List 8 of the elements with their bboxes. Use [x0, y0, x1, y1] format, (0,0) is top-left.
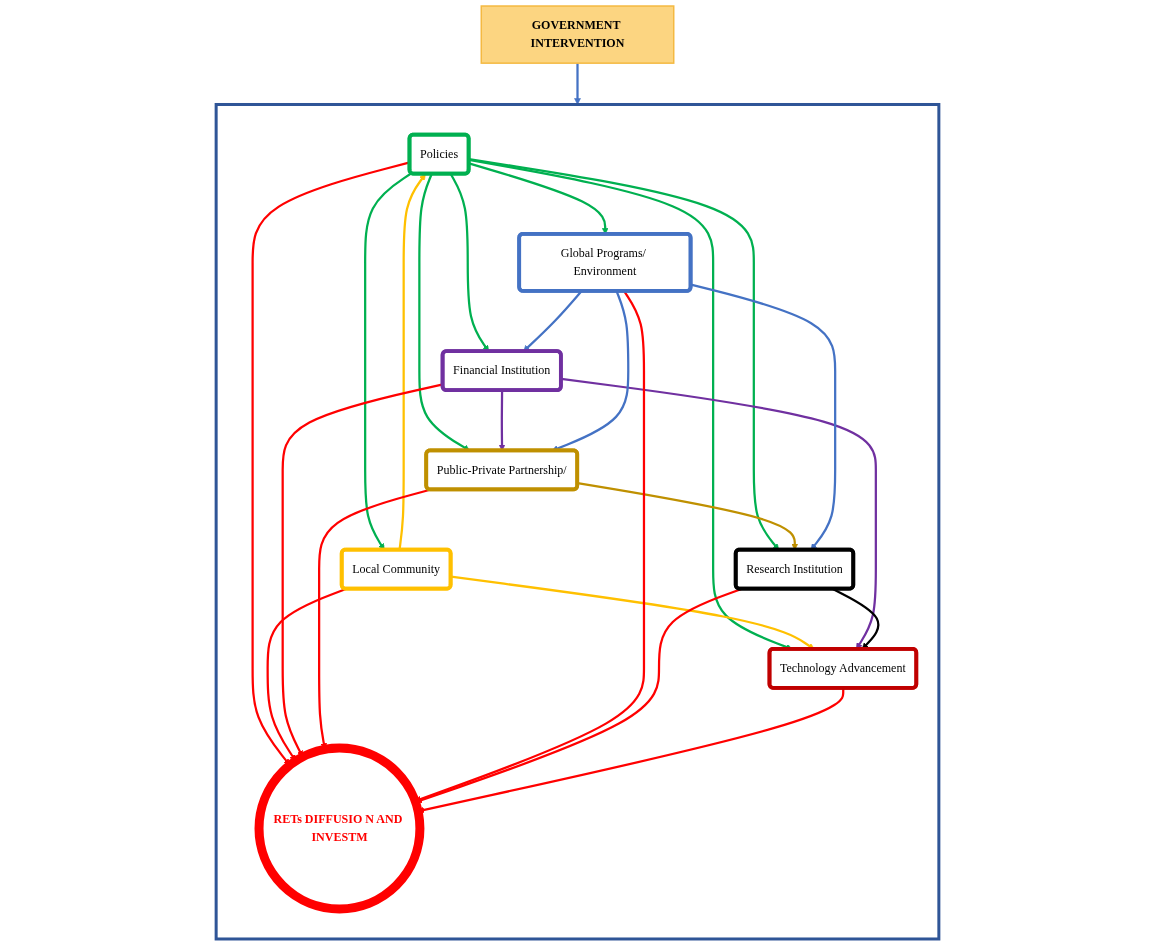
arrow — [449, 173, 489, 352]
node-box: GOVERNMENT INTERVENTION — [480, 5, 675, 64]
node-circle: RETs DIFFUSIO N AND INVESTM — [254, 743, 425, 914]
cluster — [214, 103, 941, 941]
arrow — [523, 290, 583, 352]
arrow — [498, 390, 506, 451]
arrow — [418, 173, 470, 451]
arrow — [574, 63, 581, 105]
